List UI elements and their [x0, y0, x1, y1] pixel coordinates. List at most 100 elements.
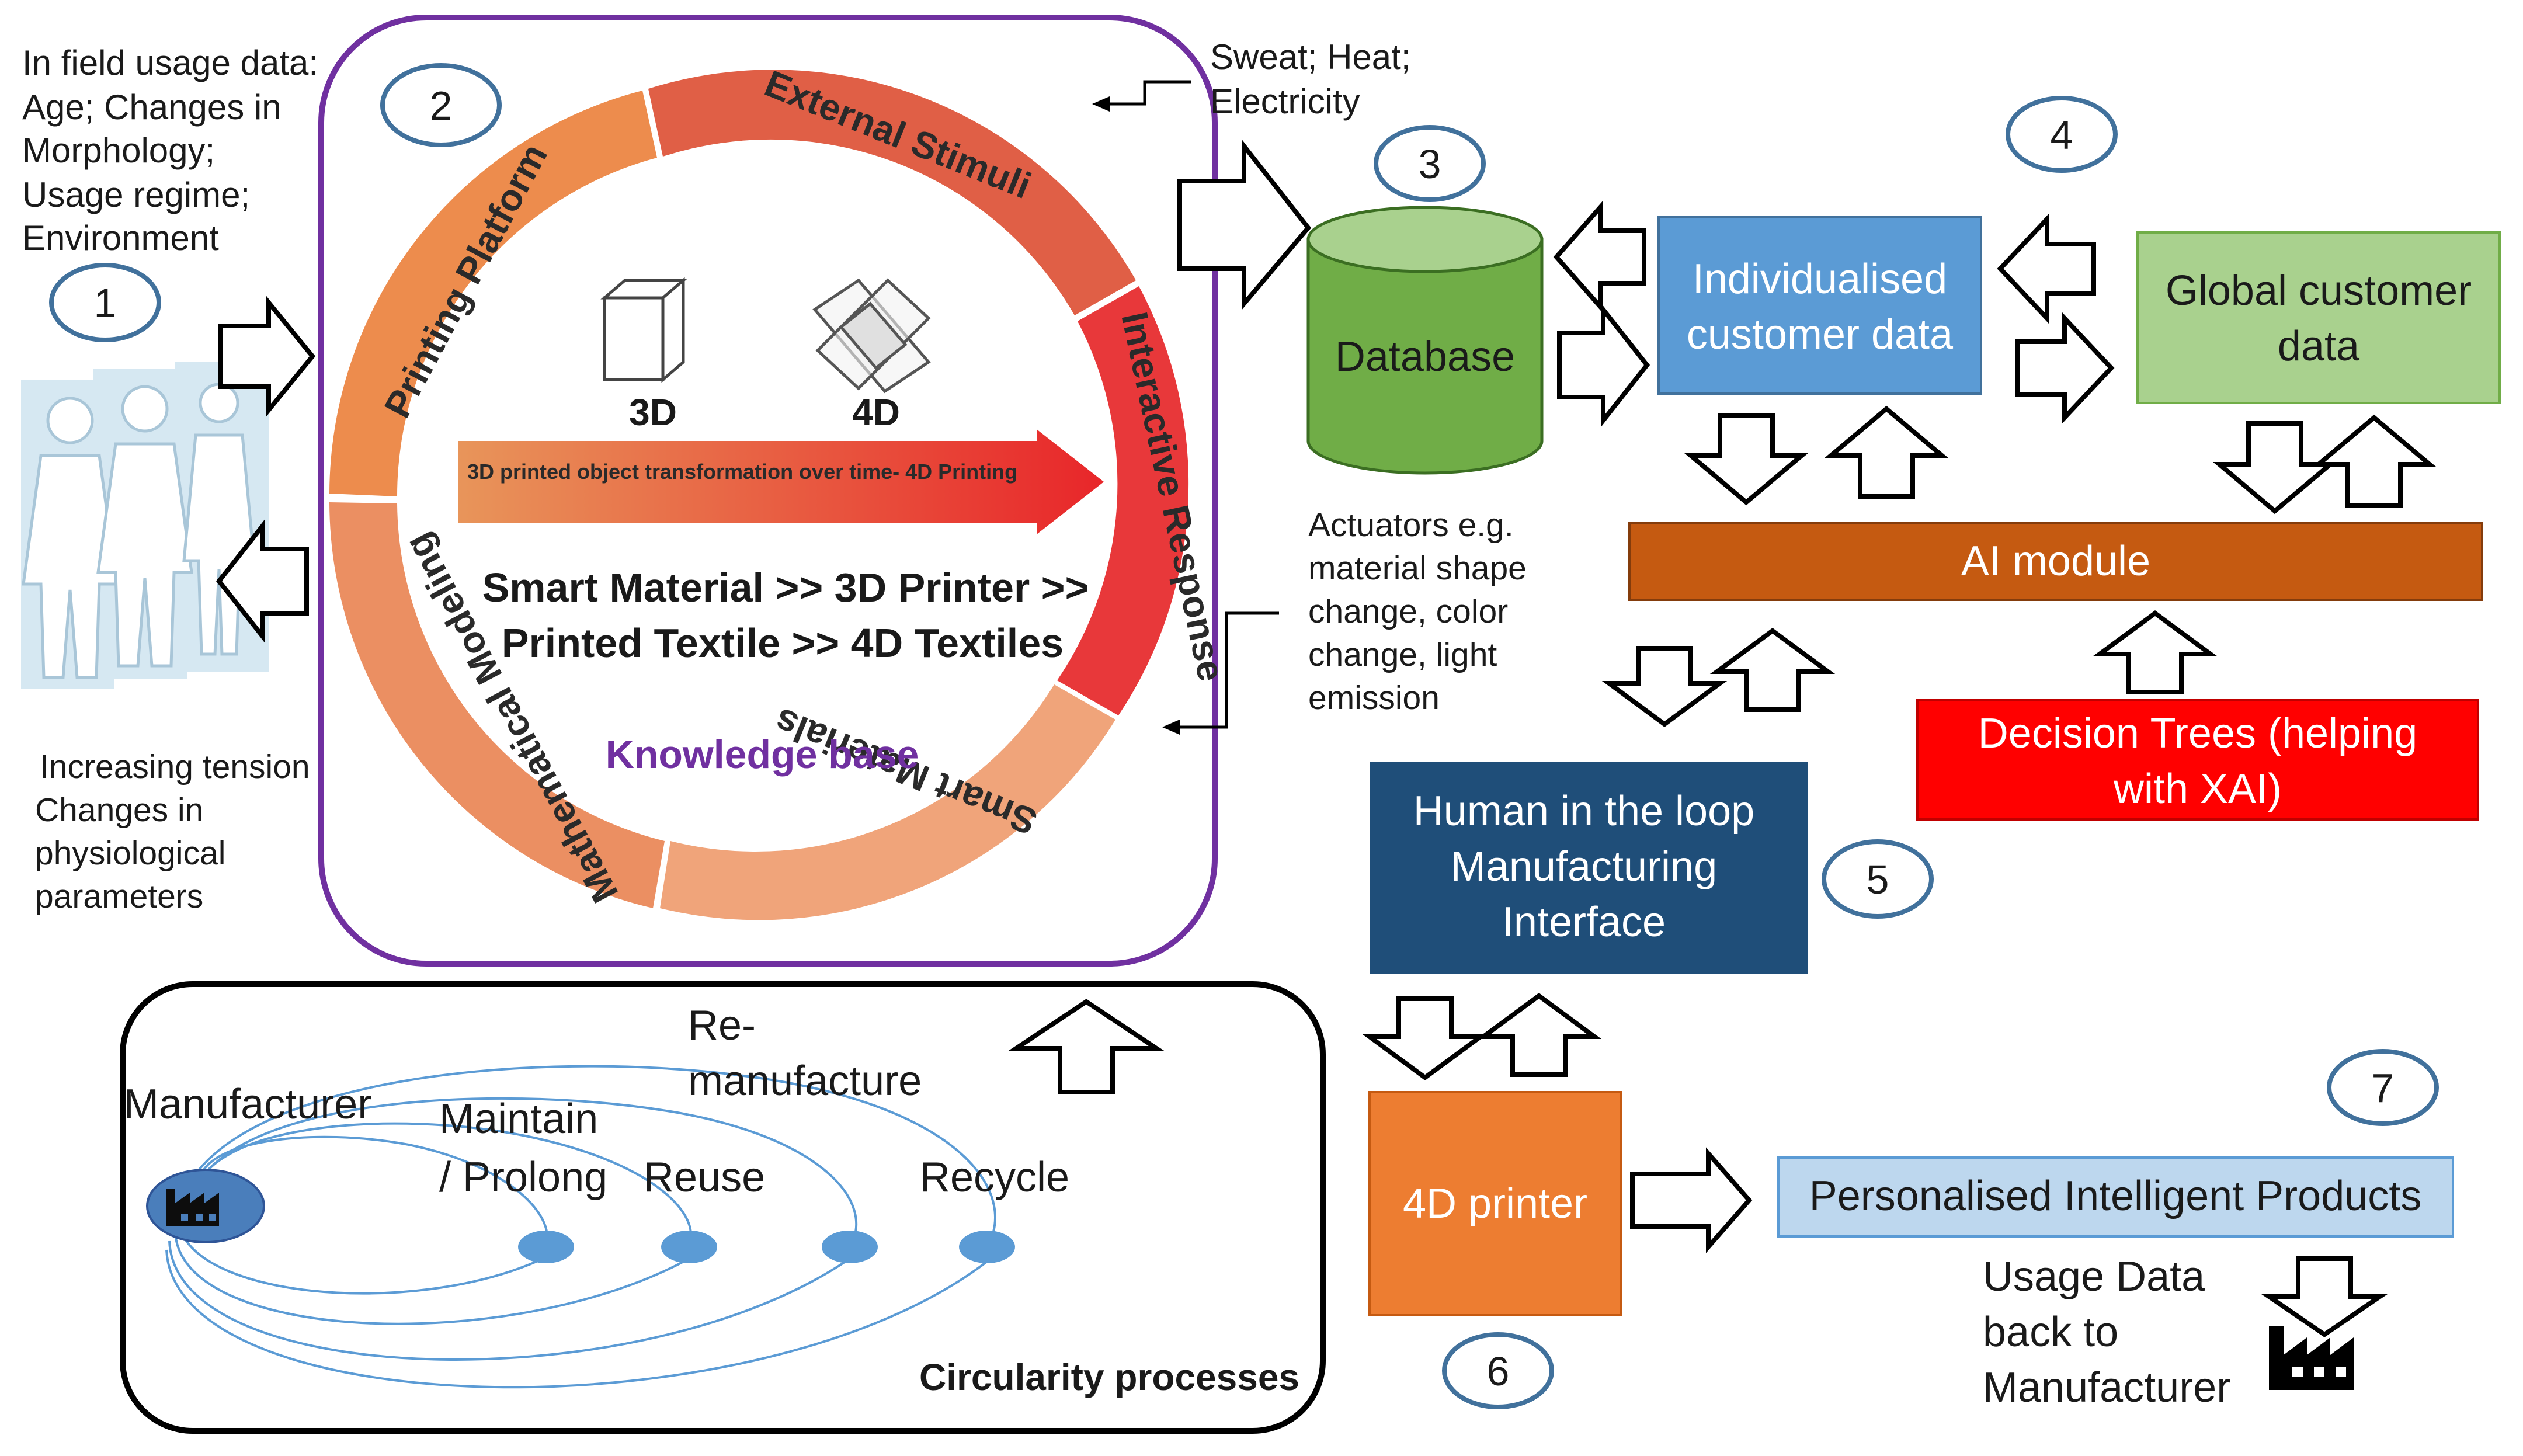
svg-text:material shape: material shape — [1308, 550, 1527, 587]
svg-text:In field usage data:: In field usage data: — [22, 43, 318, 82]
manufacturer-node — [146, 1169, 265, 1243]
arrow-down-ai-to-hitl — [1601, 646, 1728, 727]
actuators-label: Actuators e.g. material shape change, co… — [1308, 506, 1527, 717]
ai-module-label: AI module — [1961, 538, 2150, 585]
hitl-interface-box — [1370, 762, 1808, 974]
cube-icon — [600, 277, 687, 383]
decision-trees-line-1: Decision Trees (helping — [1978, 710, 2417, 757]
arrow-up-ai-to-individual — [1825, 405, 1948, 499]
step-number-5: 5 — [1822, 839, 1934, 919]
global-line-1: Global customer — [2166, 267, 2472, 314]
maintain-label-1: Maintain — [439, 1096, 598, 1142]
hitl-line-2: Manufacturing — [1451, 843, 1717, 890]
svg-text:5: 5 — [1867, 857, 1889, 902]
circularity-loops — [165, 1065, 996, 1389]
node-recycle — [959, 1231, 1015, 1263]
global-customer-data-box — [2136, 231, 2501, 404]
arrow-to-individual-from-database — [1557, 303, 1650, 428]
node-reuse — [661, 1231, 717, 1263]
arrow-to-database-from-individual — [1553, 201, 1646, 313]
svg-text:Morphology;: Morphology; — [22, 131, 215, 170]
hitl-line-1: Human in the loop — [1413, 788, 1754, 835]
reuse-label: Reuse — [644, 1154, 765, 1201]
ring-segment-external-stimuli — [648, 70, 1136, 315]
arrow-circularity-to-knowledge-base — [1008, 999, 1165, 1094]
svg-text:Manufacturer: Manufacturer — [1983, 1364, 2230, 1411]
svg-text:Age; Changes in: Age; Changes in — [22, 88, 282, 127]
arrow-to-database — [1177, 139, 1312, 310]
database-cylinder — [1306, 206, 1544, 475]
svg-text:4: 4 — [2051, 112, 2073, 158]
svg-text:physiological: physiological — [35, 835, 225, 872]
arrow-to-global-from-individual — [2015, 312, 2115, 424]
individualised-customer-data-box — [1657, 216, 1982, 395]
maintain-label-2: / Prolong — [439, 1154, 607, 1201]
knowledge-base-frame — [318, 15, 1218, 967]
svg-text:back to: back to — [1983, 1309, 2118, 1356]
process-ring — [329, 70, 1189, 920]
arrow-down-hitl-to-printer — [1362, 996, 1488, 1080]
circularity-title: Circularity processes — [919, 1356, 1299, 1398]
node-remanufacture — [822, 1231, 878, 1263]
arrow-up-dt-to-ai — [2092, 610, 2218, 694]
remanufacture-label-1: Re- — [688, 1002, 756, 1049]
hitl-line-3: Interface — [1502, 899, 1666, 946]
label-3d: 3D — [629, 391, 677, 433]
step-number-3: 3 — [1374, 125, 1486, 202]
actuators-connector — [1168, 611, 1279, 729]
4d-printer-label: 4D printer — [1403, 1180, 1587, 1227]
svg-text:6: 6 — [1487, 1349, 1510, 1394]
factory-icon — [2269, 1326, 2354, 1390]
human-body-icon — [21, 362, 269, 689]
svg-text:change, color: change, color — [1308, 593, 1508, 630]
step-number-6: 6 — [1442, 1332, 1554, 1409]
svg-text:Changes in: Changes in — [35, 791, 203, 829]
label-4d: 4D — [852, 391, 900, 433]
arrow-to-individual-from-global — [1997, 213, 2096, 325]
svg-text:7: 7 — [2372, 1065, 2395, 1111]
personalised-products-label: Personalised Intelligent Products — [1809, 1173, 2422, 1219]
svg-text:Electricity: Electricity — [1210, 82, 1360, 121]
database-label: Database — [1335, 333, 1515, 380]
step-number-7: 7 — [2327, 1049, 2439, 1126]
arrow-input-right — [218, 296, 316, 417]
svg-text:Increasing tension: Increasing tension — [40, 748, 310, 786]
individualised-line-2: customer data — [1687, 311, 1954, 358]
ring-segment-mathematical-modeling — [329, 502, 665, 908]
recycle-label: Recycle — [920, 1154, 1069, 1201]
transformation-label: 3D printed object transformation over ti… — [467, 460, 1017, 484]
ai-module-box — [1628, 522, 2483, 601]
svg-text:2: 2 — [430, 83, 453, 128]
process-line-1: Smart Material >> 3D Printer >> — [482, 565, 1089, 610]
transformation-arrow — [458, 429, 1104, 534]
stimuli-label: Sweat; Heat; Electricity — [1210, 37, 1411, 121]
svg-text:Usage Data: Usage Data — [1983, 1253, 2205, 1300]
ring-segment-printing-platform — [329, 91, 657, 496]
svg-text:Actuators e.g.: Actuators e.g. — [1308, 506, 1514, 544]
arrow-up-hitl-to-ai — [1709, 628, 1836, 712]
manufacturer-label: Manufacturer — [124, 1081, 371, 1128]
remanufacture-label-2: manufacture — [688, 1058, 922, 1104]
global-line-2: data — [2278, 323, 2360, 370]
svg-text:emission: emission — [1308, 679, 1440, 717]
ring-segment-interactive-response — [1057, 286, 1189, 715]
arrow-down-global-to-ai — [2213, 421, 2337, 515]
arrow-up-ai-to-global — [2312, 414, 2436, 508]
step-number-4: 4 — [2006, 96, 2118, 173]
usage-data-label: In field usage data: Age; Changes in Mor… — [22, 43, 318, 258]
4d-printer-box — [1368, 1091, 1622, 1316]
svg-text:parameters: parameters — [35, 878, 203, 915]
arrow-down-to-manufacturer — [2261, 1256, 2388, 1337]
step-number-2: 2 — [380, 63, 502, 147]
tension-label: Increasing tension Changes in physiologi… — [35, 748, 310, 915]
arrow-output-left — [216, 519, 309, 644]
4d-cube-icon — [812, 278, 931, 394]
svg-text:change, light: change, light — [1308, 636, 1497, 673]
svg-text:Usage regime;: Usage regime; — [22, 175, 250, 214]
personalised-products-box — [1777, 1156, 2454, 1238]
decision-trees-box — [1916, 699, 2479, 821]
decision-trees-line-2: with XAI) — [2113, 766, 2282, 812]
circularity-frame — [120, 981, 1326, 1434]
ring-segment-smart-materials — [660, 684, 1115, 920]
arrow-printer-to-products — [1630, 1147, 1753, 1253]
